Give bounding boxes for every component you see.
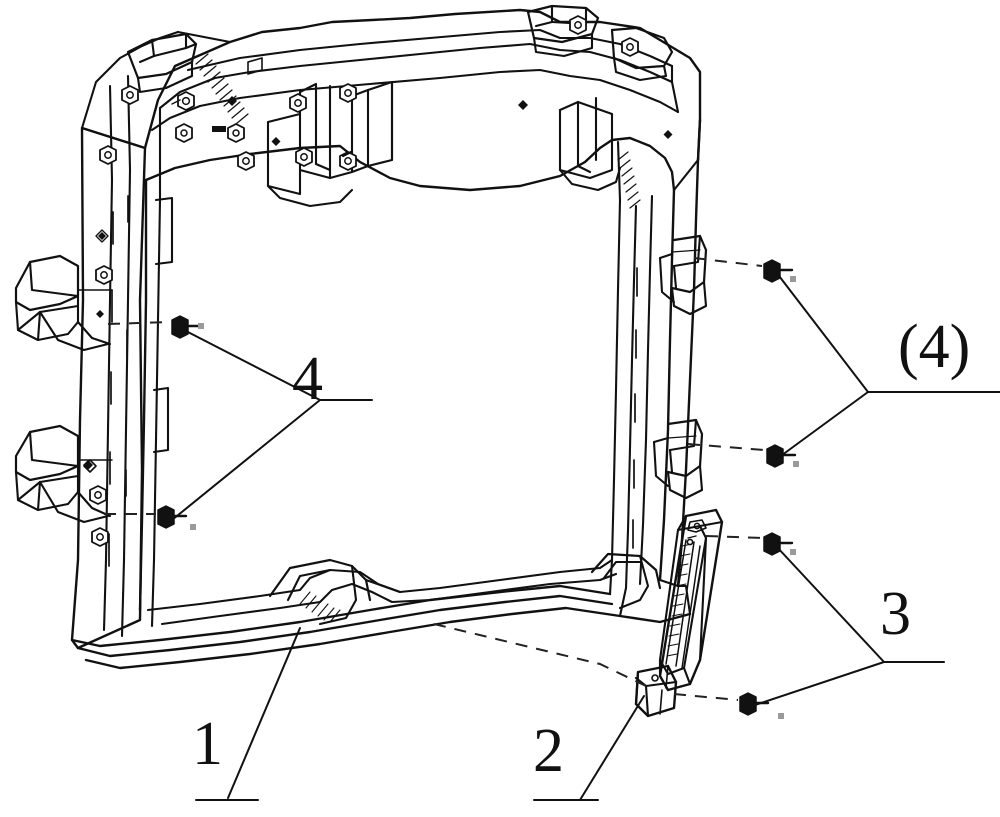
part-2-diagonal-stay-bracket[interactable] — [634, 508, 724, 718]
leader-4b-branch-upper — [775, 271, 869, 393]
bolt-right-lower[interactable] — [766, 444, 799, 468]
leader-4b-branch-lower — [777, 391, 869, 459]
bolt-left-lower[interactable] — [157, 505, 196, 530]
callout-label-4: 4 — [292, 345, 323, 413]
frame-small-marks — [83, 96, 673, 470]
axis-bracket-mount — [433, 623, 647, 687]
leader-2 — [579, 695, 645, 801]
axis-bracket-upper — [705, 535, 763, 539]
part-1-radiator-support-frame[interactable] — [14, 4, 708, 670]
bolt-left-upper[interactable] — [171, 315, 204, 339]
leader-3-branch-lower — [751, 661, 885, 707]
callout-label-1: 1 — [192, 710, 223, 778]
axis-bracket-lower — [673, 693, 739, 701]
leader-3-branch-upper — [775, 545, 885, 663]
callout-label-2: 2 — [533, 717, 564, 785]
axis-right-upper — [693, 257, 763, 267]
axis-left-upper — [107, 321, 171, 325]
leader-4-branch-upper — [183, 329, 321, 401]
assembly-axis-dashes — [104, 257, 765, 701]
axis-right-lower — [687, 443, 765, 451]
fastener-group[interactable] — [157, 259, 799, 719]
frame-hex-features — [89, 15, 639, 547]
leader-4-branch-lower — [171, 399, 321, 521]
leader-1 — [227, 627, 301, 799]
callout-label-4-parenthetical: (4) — [898, 313, 971, 381]
callout-label-3: 3 — [880, 580, 911, 648]
leader-lines — [171, 271, 1000, 801]
